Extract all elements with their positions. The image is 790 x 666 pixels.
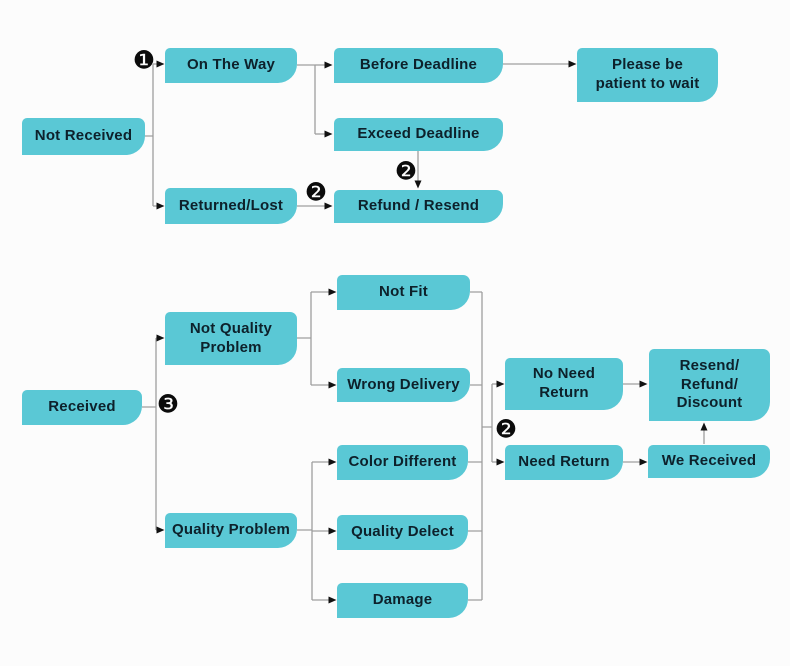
badge-step-1-icon: ❶	[132, 46, 156, 75]
node-received: Received	[22, 390, 142, 425]
connector-segments	[142, 64, 493, 601]
node-quality-problem: Quality Problem	[165, 513, 297, 548]
node-not-quality-problem: Not Quality Problem	[165, 312, 297, 365]
node-please-wait: Please be patient to wait	[577, 48, 718, 102]
badge-step-3-icon: ❸	[156, 390, 180, 419]
node-exceed-deadline: Exceed Deadline	[334, 118, 503, 151]
badge-step-2-return-branch-icon: ❷	[494, 415, 518, 444]
node-damage: Damage	[337, 583, 468, 618]
node-on-the-way: On The Way	[165, 48, 297, 83]
node-returned-lost: Returned/Lost	[165, 188, 297, 224]
connector-arrows	[153, 60, 708, 604]
node-no-need-return: No Need Return	[505, 358, 623, 410]
node-not-fit: Not Fit	[337, 275, 470, 310]
badge-step-2-exceed-deadline-icon: ❷	[394, 157, 418, 186]
node-refund-resend: Refund / Resend	[334, 190, 503, 223]
node-before-deadline: Before Deadline	[334, 48, 503, 83]
node-quality-delect: Quality Delect	[337, 515, 468, 550]
node-not-received: Not Received	[22, 118, 145, 155]
node-wrong-delivery: Wrong Delivery	[337, 368, 470, 402]
node-color-different: Color Different	[337, 445, 468, 480]
node-resend-refund-discount: Resend/ Refund/ Discount	[649, 349, 770, 421]
node-we-received: We Received	[648, 445, 770, 478]
badge-step-2-returned-lost-icon: ❷	[304, 178, 328, 207]
node-need-return: Need Return	[505, 445, 623, 480]
